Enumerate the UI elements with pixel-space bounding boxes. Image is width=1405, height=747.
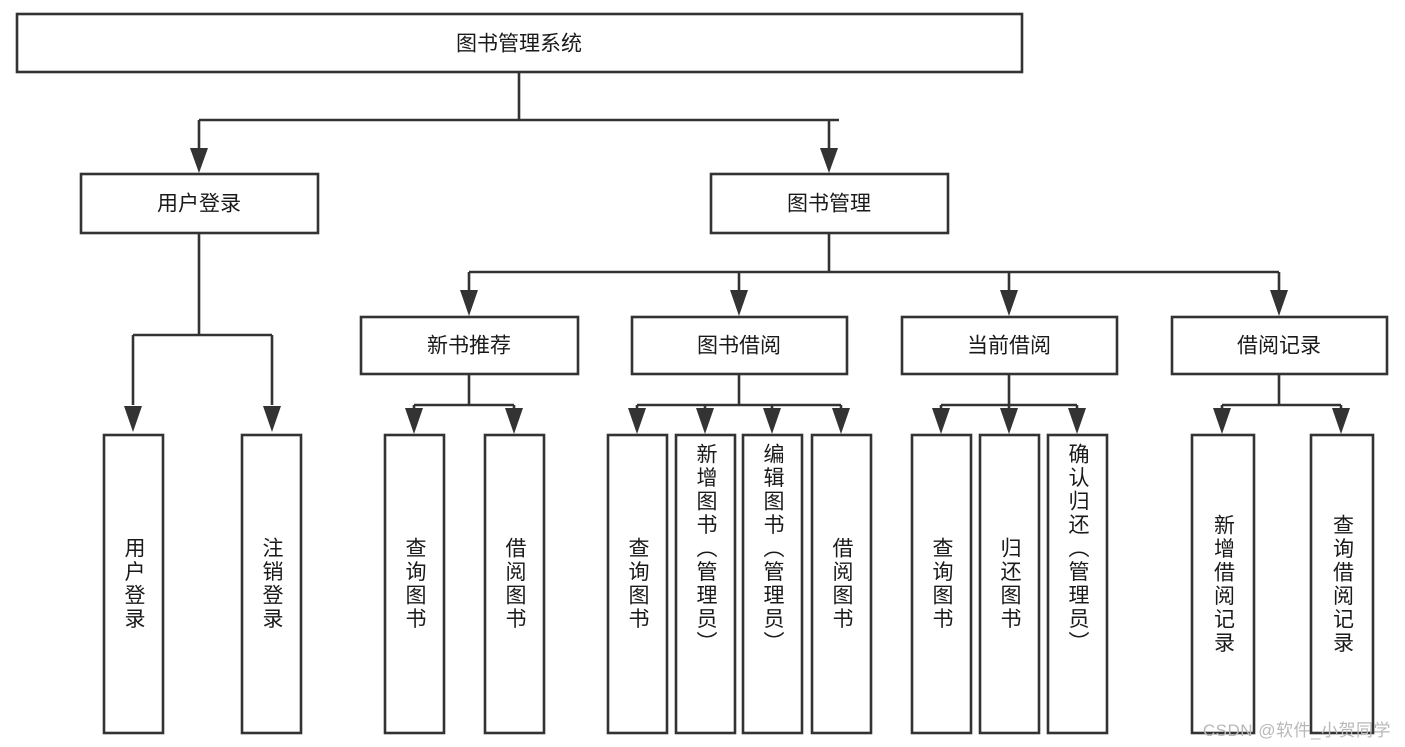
watermark-text: CSDN @软件_小贺同学 bbox=[1202, 721, 1391, 740]
leaf-box-return-book[interactable] bbox=[978, 433, 1041, 735]
leaf-box-query-book-recommend[interactable] bbox=[383, 433, 446, 735]
leaf-box-add-borrow-record[interactable] bbox=[1190, 433, 1256, 735]
leaf-box-borrow-book[interactable] bbox=[810, 433, 873, 735]
leaf-box-query-book-current[interactable] bbox=[910, 433, 973, 735]
leaf-box-borrow-book-recommend[interactable] bbox=[483, 433, 546, 735]
node-root-label: 图书管理系统 bbox=[456, 33, 582, 56]
node-user-login[interactable]: 用户登录 bbox=[79, 172, 320, 235]
node-new-book-recommend[interactable]: 新书推荐 bbox=[359, 315, 580, 376]
connector-root-to-level2 bbox=[190, 72, 839, 173]
connector-userlogin-to-leaves bbox=[124, 233, 281, 432]
leaf-box-user-login[interactable] bbox=[102, 433, 165, 735]
leaf-box-confirm-return-admin[interactable] bbox=[1046, 433, 1109, 735]
connector-bookmgmt-to-level3 bbox=[460, 233, 1288, 316]
connector-current-to-leaves bbox=[932, 374, 1086, 434]
node-book-borrow[interactable]: 图书借阅 bbox=[630, 315, 849, 376]
leaf-box-add-book-admin[interactable] bbox=[674, 433, 737, 735]
node-book-borrow-label: 图书借阅 bbox=[697, 335, 781, 358]
node-book-management[interactable]: 图书管理 bbox=[709, 172, 950, 235]
node-current-borrow[interactable]: 当前借阅 bbox=[900, 315, 1119, 376]
node-borrow-records[interactable]: 借阅记录 bbox=[1170, 315, 1389, 376]
leaf-box-edit-book-admin[interactable] bbox=[741, 433, 804, 735]
leaf-box-query-book-borrow[interactable] bbox=[606, 433, 669, 735]
connector-newbook-to-leaves bbox=[405, 374, 523, 434]
node-root[interactable]: 图书管理系统 bbox=[15, 12, 1024, 74]
node-new-book-recommend-label: 新书推荐 bbox=[427, 335, 511, 358]
leaf-box-query-borrow-record[interactable] bbox=[1309, 433, 1375, 735]
node-current-borrow-label: 当前借阅 bbox=[967, 335, 1051, 358]
node-user-login-label: 用户登录 bbox=[157, 193, 241, 216]
node-borrow-records-label: 借阅记录 bbox=[1237, 335, 1321, 358]
connector-records-to-leaves bbox=[1213, 374, 1350, 434]
connector-borrow-to-leaves bbox=[628, 374, 850, 434]
leaf-box-logout[interactable] bbox=[240, 433, 303, 735]
node-book-management-label: 图书管理 bbox=[787, 193, 871, 216]
